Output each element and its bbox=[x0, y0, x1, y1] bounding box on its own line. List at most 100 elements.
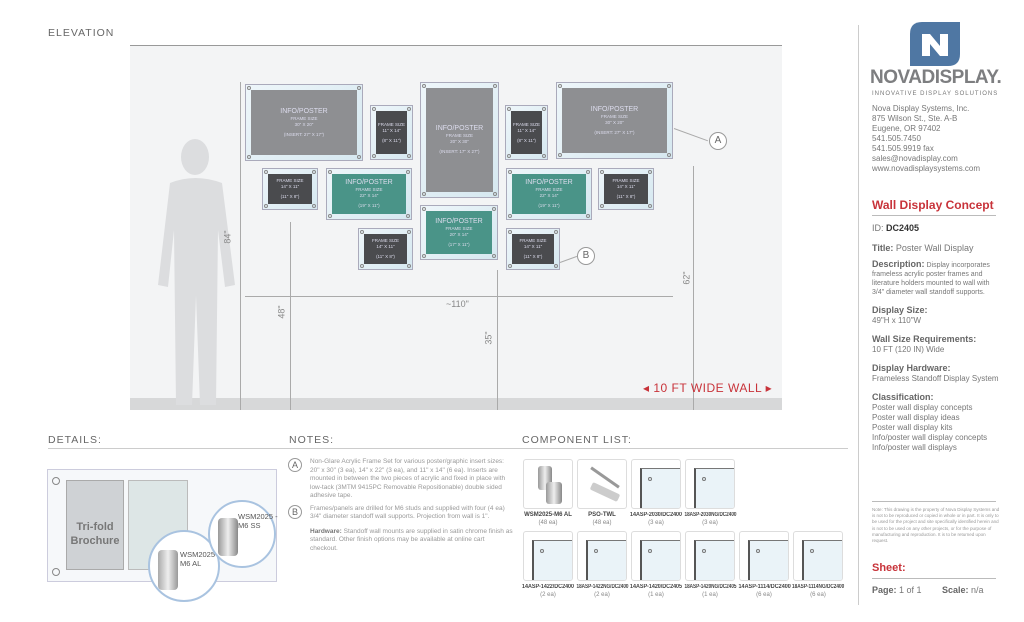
divider bbox=[872, 578, 996, 579]
id-value: DC2405 bbox=[886, 223, 920, 233]
standoff-icon bbox=[158, 550, 178, 590]
standoff-dot bbox=[542, 107, 546, 111]
frame-size: 22" X 14" bbox=[359, 193, 379, 198]
standoff-dot bbox=[554, 264, 558, 268]
notes-list: A Non-Glare Acrylic Frame Set for variou… bbox=[288, 458, 514, 553]
poster-insert: INFO/POSTER FRAME SIZE 30" X 20" (INSERT… bbox=[251, 90, 357, 155]
poster-insert: FRAME SIZE 14" X 11" (11" X 8") bbox=[512, 234, 554, 264]
panel-icon bbox=[694, 468, 734, 508]
standoff-dot bbox=[492, 207, 496, 211]
component-tile[interactable] bbox=[631, 459, 681, 509]
standoff-dot bbox=[554, 230, 558, 234]
component-tile[interactable] bbox=[523, 531, 573, 581]
component-tile[interactable] bbox=[577, 459, 627, 509]
dim-line-110 bbox=[245, 296, 673, 297]
component-tile[interactable] bbox=[739, 531, 789, 581]
size-value: 49"H x 110"W bbox=[872, 316, 922, 325]
component-qty: (3 ea) bbox=[648, 520, 664, 526]
desc-value: Display incorporates frameless acrylic p… bbox=[872, 262, 990, 296]
dim-line-35 bbox=[497, 270, 498, 410]
hardware-text: Standoff wall mounts are supplied in sat… bbox=[310, 527, 513, 552]
callout-b: B bbox=[577, 247, 595, 265]
standoff-dot bbox=[558, 153, 562, 157]
poster-frame: INFO/POSTER FRAME SIZE 20" X 14" (17" X … bbox=[420, 205, 498, 260]
brochure-label: Tri-fold Brochure bbox=[70, 521, 120, 547]
wall-width-label: ◂ 10 FT WIDE WALL ▸ bbox=[643, 381, 773, 395]
frame-insert-size: (INSERT: 17" X 27") bbox=[439, 149, 480, 154]
frame-title: INFO/POSTER bbox=[435, 125, 484, 132]
divider bbox=[872, 501, 996, 502]
standoff-dot bbox=[328, 214, 332, 218]
fax: 541.505.9919 fax bbox=[872, 144, 934, 153]
component-tile[interactable] bbox=[685, 459, 735, 509]
poster-frame: INFO/POSTER FRAME SIZE 30" X 20" (INSERT… bbox=[556, 82, 673, 159]
standoff-dot bbox=[507, 154, 511, 158]
standoff-hole bbox=[52, 477, 60, 485]
notes-heading: NOTES: bbox=[289, 434, 335, 446]
component-qty: (3 ea) bbox=[702, 520, 718, 526]
frame-size: 20" X 14" bbox=[449, 231, 469, 237]
panel-icon bbox=[640, 540, 680, 580]
component-tile[interactable] bbox=[685, 531, 735, 581]
component-tile[interactable] bbox=[631, 531, 681, 581]
scale-info: Scale: n/a bbox=[942, 585, 984, 595]
component-qty: (6 ea) bbox=[810, 592, 826, 598]
frame-size: 14" X 11" bbox=[616, 184, 636, 189]
standoff-dot bbox=[493, 192, 497, 196]
company-tagline: INNOVATIVE DISPLAY SOLUTIONS bbox=[872, 91, 999, 97]
standoff-dot bbox=[372, 107, 376, 111]
address-line: 875 Wilson St., Ste. A-B bbox=[872, 114, 958, 123]
dim-110: ~110" bbox=[446, 299, 469, 309]
frame-insert-size: (8" X 11") bbox=[517, 137, 536, 143]
standoff-dot bbox=[600, 204, 604, 208]
hw-label: Display Hardware: bbox=[872, 363, 951, 373]
dim-35: 35" bbox=[483, 331, 494, 345]
frame-insert-size: (19" X 11") bbox=[358, 203, 380, 208]
poster-frame: INFO/POSTER FRAME SIZE 22" X 14" (19" X … bbox=[506, 168, 592, 220]
standoff-dot bbox=[312, 170, 316, 174]
poster-insert: INFO/POSTER FRAME SIZE 20" X 30" (INSERT… bbox=[426, 88, 493, 192]
frame-title: INFO/POSTER bbox=[525, 179, 573, 186]
frame-insert-size: (11" X 8") bbox=[280, 194, 300, 199]
dim-line-48 bbox=[290, 222, 291, 410]
standoff-dot bbox=[586, 170, 590, 174]
note-b: B Frames/panels are drilled for M6 studs… bbox=[288, 504, 514, 522]
callout-a: A bbox=[709, 132, 727, 150]
dim-62: 62" bbox=[681, 271, 692, 285]
note-a-text: Non-Glare Acrylic Frame Set for various … bbox=[310, 458, 506, 499]
email-link[interactable]: sales@novadisplay.com bbox=[872, 154, 958, 163]
panel-icon bbox=[802, 540, 842, 580]
hardware-label: Hardware: bbox=[310, 527, 342, 535]
component-tile[interactable] bbox=[523, 459, 573, 509]
poster-insert: INFO/POSTER FRAME SIZE 22" X 14" (19" X … bbox=[512, 174, 586, 214]
standoff-dot bbox=[406, 170, 410, 174]
standoff-dot bbox=[247, 86, 251, 90]
poster-insert: FRAME SIZE 11" X 14" (8" X 11") bbox=[511, 111, 542, 154]
standoff-dot bbox=[493, 84, 497, 88]
brochure-pocket bbox=[66, 480, 124, 570]
component-tile[interactable] bbox=[793, 531, 843, 581]
frame-size-label: FRAME SIZE bbox=[377, 121, 405, 127]
poster-frame: FRAME SIZE 14" X 11" (11" X 8") bbox=[506, 228, 560, 270]
frame-size: 22" X 14" bbox=[539, 193, 559, 198]
frame-insert-size: (INSERT: 27" X 17") bbox=[283, 131, 325, 137]
component-tile[interactable] bbox=[577, 531, 627, 581]
standoff-dot bbox=[312, 204, 316, 208]
website-link[interactable]: www.novadisplaysystems.com bbox=[872, 164, 981, 173]
dim-line-84 bbox=[240, 82, 241, 410]
id-label: ID: bbox=[872, 223, 884, 233]
class-item: Info/poster wall displays bbox=[872, 443, 957, 452]
standoff-dot bbox=[372, 154, 376, 158]
person-silhouette bbox=[158, 139, 235, 405]
standoff-dot bbox=[247, 155, 251, 159]
frame-insert-size: (19" X 11") bbox=[538, 203, 560, 208]
standoff-dot bbox=[648, 204, 652, 208]
frame-size-label: FRAME SIZE bbox=[600, 113, 628, 119]
display-size: Display Size:49"H x 110"W bbox=[872, 305, 1000, 326]
component-qty: (1 ea) bbox=[702, 592, 718, 598]
standoff-dot bbox=[407, 264, 411, 268]
poster-frame: FRAME SIZE 14" X 11" (11" X 8") bbox=[358, 228, 413, 270]
frame-size-label: FRAME SIZE bbox=[519, 238, 547, 243]
standoff-dot bbox=[328, 170, 332, 174]
concept-heading: Wall Display Concept bbox=[872, 198, 996, 216]
